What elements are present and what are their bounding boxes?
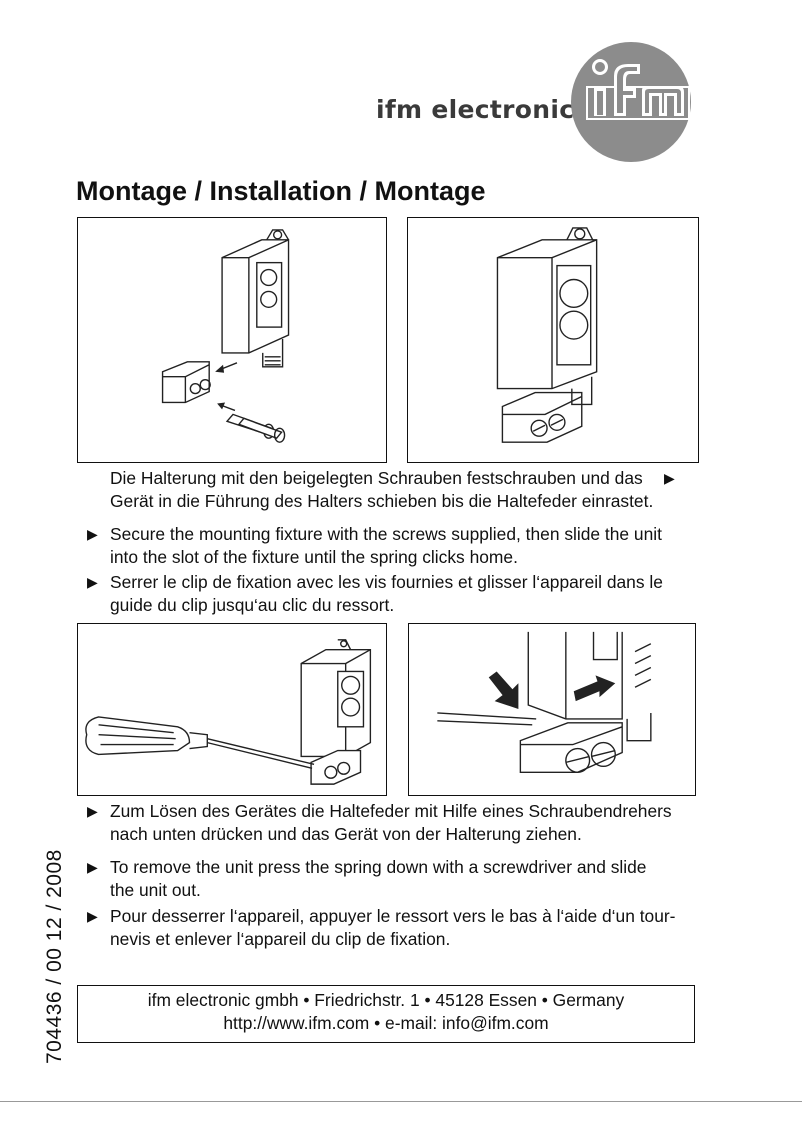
bullet-arrow-icon: ▶ [87,574,98,590]
figure-mounting-fixture [77,217,387,463]
bottom-divider [0,1101,802,1102]
section2-fr-line2: nevis et enlever l‘appareil du clip de f… [110,929,451,949]
figure-screwdriver-release [77,623,387,796]
footer-company-line: ifm electronic gmbh • Friedrichstr. 1 • … [147,990,625,1010]
footer-contact-line: http://www.ifm.com • e-mail: info@ifm.co… [223,1013,549,1033]
section1-fr-line2: guide du clip jusqu‘au clic du ressort. [110,595,395,615]
screwdriver-illustration [85,639,372,785]
section2-en-line1: To remove the unit press the spring down… [110,857,647,877]
figure-release-detail [408,623,696,796]
bullet-arrow-icon: ▶ [87,803,98,819]
bullet-arrow-icon: ▶ [87,526,98,542]
section1-en-line1: Secure the mounting fixture with the scr… [110,524,662,544]
unit-in-fixture-illustration [496,227,598,443]
brand-name: ifm electronic [376,95,575,124]
bullet-arrow-icon: ▶ [87,908,98,924]
fixture-and-screws-illustration [161,229,290,443]
section1-de-line2: Gerät in die Führung des Halters schiebe… [110,491,654,511]
section1-fr-line1: Serrer le clip de fixation avec les vis … [110,572,663,592]
document-code: 704436 / 00 12 / 2008 [43,849,66,1064]
section2-de-line1: Zum Lösen des Gerätes die Haltefeder mit… [110,801,672,821]
bullet-arrow-icon: ▶ [87,859,98,875]
section2-de-line2: nach unten drücken und das Gerät von der… [110,824,582,844]
page-title: Montage / Installation / Montage [76,176,486,206]
footer-address-box: ifm electronic gmbh • Friedrichstr. 1 • … [77,985,695,1043]
section1-en-line2: into the slot of the fixture until the s… [110,547,518,567]
release-detail-illustration [437,631,652,773]
section2-fr-line1: Pour desserrer l‘appareil, appuyer le re… [110,906,676,926]
figure-unit-mounted [407,217,699,463]
continue-arrow-icon: ▶ [664,470,675,486]
section1-de-line1: Die Halterung mit den beigelegten Schrau… [110,468,643,488]
ifm-logo-icon [571,42,691,162]
section2-en-line2: the unit out. [110,880,201,900]
